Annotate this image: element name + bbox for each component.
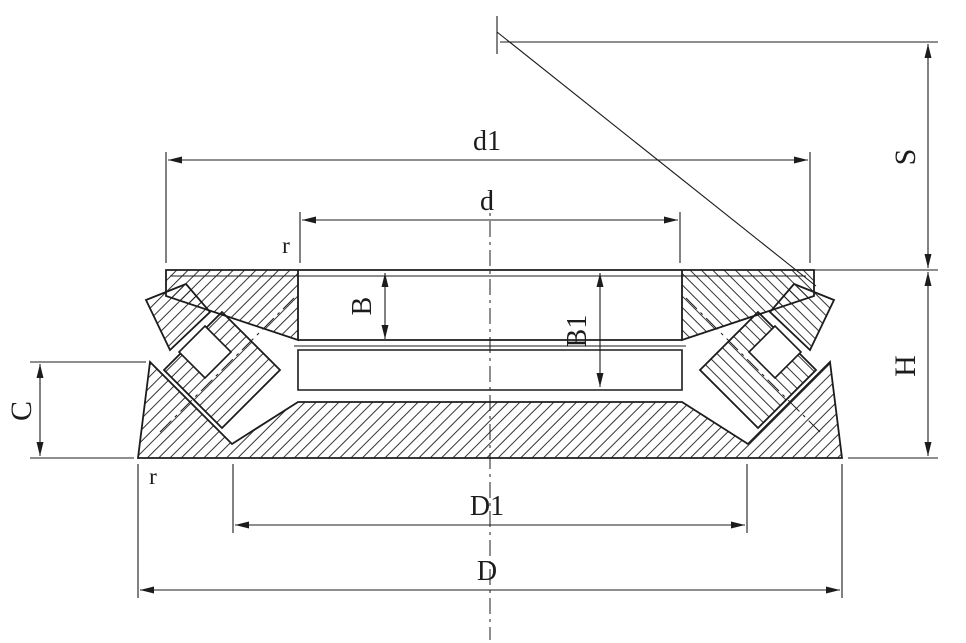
dim-label-d: d (480, 186, 494, 217)
roller-core-detail-left (177, 324, 233, 380)
dim-label-h: H (889, 355, 922, 377)
washer-lip-section-right (768, 282, 836, 352)
dim-label-d1-lower: D1 (470, 491, 504, 522)
construction-lines (496, 16, 817, 287)
dim-label-c: C (5, 401, 38, 421)
dimension-labels: d1 d r B B1 S H C D1 D r (5, 126, 922, 587)
fillet-label-r-top: r (282, 233, 290, 258)
fillet-label-r-bottom: r (149, 464, 157, 489)
extension-lines (30, 41, 938, 598)
dim-label-b1: B1 (562, 315, 593, 348)
dim-label-s: S (889, 149, 922, 166)
dim-label-d1: d1 (473, 126, 501, 157)
sphere-radius-diagonal-line (496, 31, 817, 287)
dim-label-b: B (347, 297, 378, 316)
dimension-lines (36, 44, 932, 594)
dim-label-d-outer: D (477, 556, 497, 587)
washer-lip-section-left (144, 282, 212, 352)
left-half-section (144, 269, 299, 433)
roller-core-detail-right (747, 324, 803, 380)
